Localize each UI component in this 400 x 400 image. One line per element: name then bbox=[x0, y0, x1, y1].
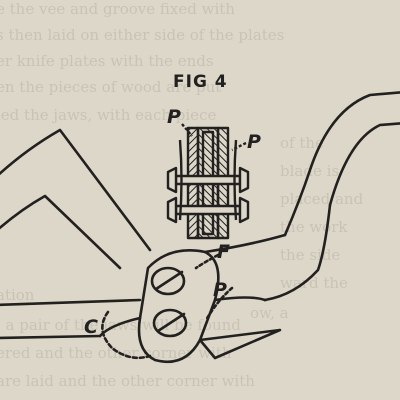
lower-rivet bbox=[152, 308, 188, 338]
figure-title: FIG 4 bbox=[173, 72, 228, 92]
lower-right-blade bbox=[198, 328, 282, 360]
lower-bolt-nut bbox=[238, 196, 250, 224]
svg-text:of the: of the bbox=[280, 134, 324, 152]
f-leader bbox=[194, 253, 220, 270]
upper-rivet bbox=[150, 266, 186, 296]
svg-text:placed and: placed and bbox=[280, 190, 364, 208]
lower-bolt-shaft bbox=[174, 204, 242, 216]
svg-text:led the jaws, with each piece: led the jaws, with each piece bbox=[0, 106, 216, 124]
lower-bolt-head bbox=[166, 196, 178, 224]
lower-blade-bottom-edge bbox=[0, 334, 102, 340]
right-handle-arm bbox=[283, 91, 400, 237]
right-blade-upper-edge bbox=[203, 233, 287, 254]
svg-text:e the vee and groove fixed wit: e the vee and groove fixed with bbox=[0, 0, 235, 18]
p-leader-curve bbox=[204, 286, 234, 322]
pivot-boss-outline bbox=[137, 249, 220, 364]
label-p-lower: P bbox=[213, 279, 227, 301]
left-handle-outline bbox=[0, 128, 152, 252]
cross-section-detail bbox=[166, 123, 250, 240]
upper-bolt-shaft bbox=[174, 174, 242, 186]
right-handle-inner bbox=[328, 122, 400, 207]
label-c: C bbox=[84, 316, 98, 338]
right-handle-lower bbox=[263, 203, 332, 302]
drawing-lines bbox=[0, 91, 400, 364]
left-handle-inner bbox=[0, 194, 122, 270]
svg-text:the work: the work bbox=[280, 218, 348, 236]
label-p-top-right: P bbox=[247, 131, 261, 153]
lower-cheek-outline bbox=[98, 316, 142, 338]
outer-side-plate-left bbox=[178, 139, 183, 221]
svg-text:ation: ation bbox=[0, 286, 35, 304]
svg-text:ward the: ward the bbox=[280, 274, 348, 292]
svg-text:en the pieces of wood are put: en the pieces of wood are put bbox=[0, 78, 221, 96]
svg-text:s then laid on either side of: s then laid on either side of the plates bbox=[0, 26, 284, 44]
upper-bolt-nut bbox=[238, 166, 250, 194]
svg-text:ered and the other corner with: ered and the other corner with bbox=[0, 344, 232, 362]
label-f: F bbox=[217, 241, 230, 263]
label-p-top-left: P bbox=[167, 106, 181, 128]
lower-blade-top-edge bbox=[0, 298, 142, 307]
svg-text:er knife plates with the ends: er knife plates with the ends bbox=[0, 52, 214, 70]
svg-text:are laid and the other corner: are laid and the other corner with bbox=[0, 372, 255, 390]
p-left-leader bbox=[181, 123, 193, 137]
c-curve bbox=[101, 310, 152, 360]
svg-text:ow, a: ow, a bbox=[250, 304, 289, 322]
svg-text:the side: the side bbox=[280, 246, 340, 264]
upper-bolt-head bbox=[166, 166, 178, 194]
lower-rivet-slot bbox=[156, 312, 186, 333]
p-right-leader bbox=[231, 141, 247, 152]
upper-rivet-slot bbox=[154, 270, 184, 291]
